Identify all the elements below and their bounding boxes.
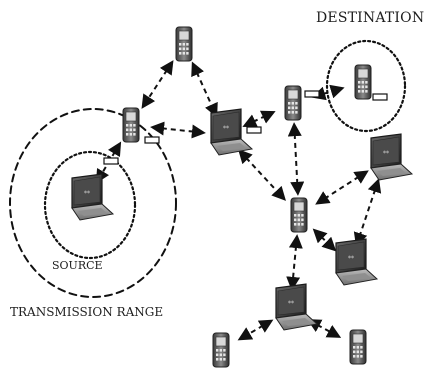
phone-top-phone-icon bbox=[175, 26, 193, 62]
packet-icon bbox=[144, 136, 160, 144]
laptop-source-laptop-icon bbox=[71, 157, 119, 221]
transmission-range-label: TRANSMISSION RANGE bbox=[10, 305, 164, 319]
phone-upper-right-phone-icon bbox=[284, 85, 320, 121]
link-laptop-center-to-phone-middle bbox=[238, 149, 286, 201]
transmission-range-circle bbox=[9, 108, 177, 298]
source-range-circle bbox=[43, 150, 137, 260]
phone-bottom-left-phone-icon bbox=[212, 332, 230, 368]
packet-icon bbox=[103, 157, 119, 165]
link-phone-top-to-laptop-center bbox=[191, 61, 218, 118]
link-laptop-bottom-to-phone-bottom-right bbox=[306, 319, 342, 338]
link-laptop-right-to-phone-middle bbox=[315, 170, 369, 205]
destination-label: DESTINATION bbox=[316, 10, 424, 26]
phone-source-relay-phone-icon bbox=[122, 107, 160, 144]
laptop-bottom-laptop-icon bbox=[275, 283, 319, 331]
packet-icon bbox=[246, 126, 262, 134]
phone-bottom-right-phone-icon bbox=[349, 329, 367, 365]
packet-icon bbox=[304, 90, 320, 98]
phone-middle-phone-icon bbox=[290, 197, 308, 233]
link-phone-upper-right-to-phone-middle bbox=[287, 122, 305, 196]
link-phone-middle-to-laptop-lower-right bbox=[312, 228, 337, 252]
laptop-center-laptop-icon bbox=[210, 108, 262, 156]
link-laptop-right-to-laptop-lower-right bbox=[353, 178, 382, 247]
phone-destination-phone-icon bbox=[354, 64, 388, 101]
link-phone-top-to-phone-source-relay bbox=[141, 60, 174, 109]
link-phone-source-relay-to-laptop-center bbox=[150, 121, 206, 139]
packet-icon bbox=[372, 93, 388, 101]
link-laptop-bottom-to-phone-bottom-left bbox=[237, 319, 274, 341]
link-laptop-center-to-phone-upper-right bbox=[242, 110, 276, 128]
link-phone-middle-to-laptop-bottom bbox=[286, 234, 303, 291]
laptop-lower-right-laptop-icon bbox=[335, 238, 379, 286]
source-label: SOURCE bbox=[52, 259, 103, 272]
laptop-right-laptop-icon bbox=[370, 133, 414, 181]
